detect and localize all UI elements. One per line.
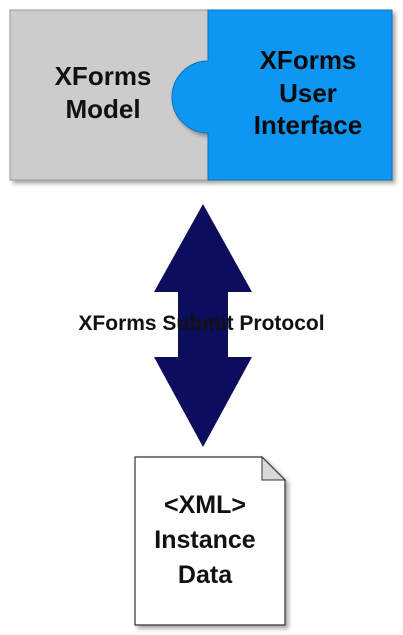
submit-protocol-arrow xyxy=(154,204,252,447)
doc-label-line1: <XML> xyxy=(164,491,246,519)
xforms-ui-block xyxy=(171,9,393,181)
ui-label-line3: Interface xyxy=(253,110,363,140)
doc-label-line2: Instance xyxy=(154,526,256,554)
document-folded-corner xyxy=(261,455,287,481)
doc-label-line3: Data xyxy=(177,561,233,589)
model-label-line2: Model xyxy=(65,93,141,124)
ui-label-line1: XForms xyxy=(259,45,357,75)
xforms-model-label: XForms Model xyxy=(18,60,188,125)
ui-label-line2: User xyxy=(279,77,337,108)
submit-protocol-label: XForms Submit Protocol xyxy=(78,312,325,335)
xforms-ui-label: XForms User Interface xyxy=(218,44,398,142)
instance-data-document xyxy=(134,456,286,626)
instance-data-label: <XML> Instance Data xyxy=(130,488,280,593)
model-label-line1: XForms xyxy=(54,61,152,91)
